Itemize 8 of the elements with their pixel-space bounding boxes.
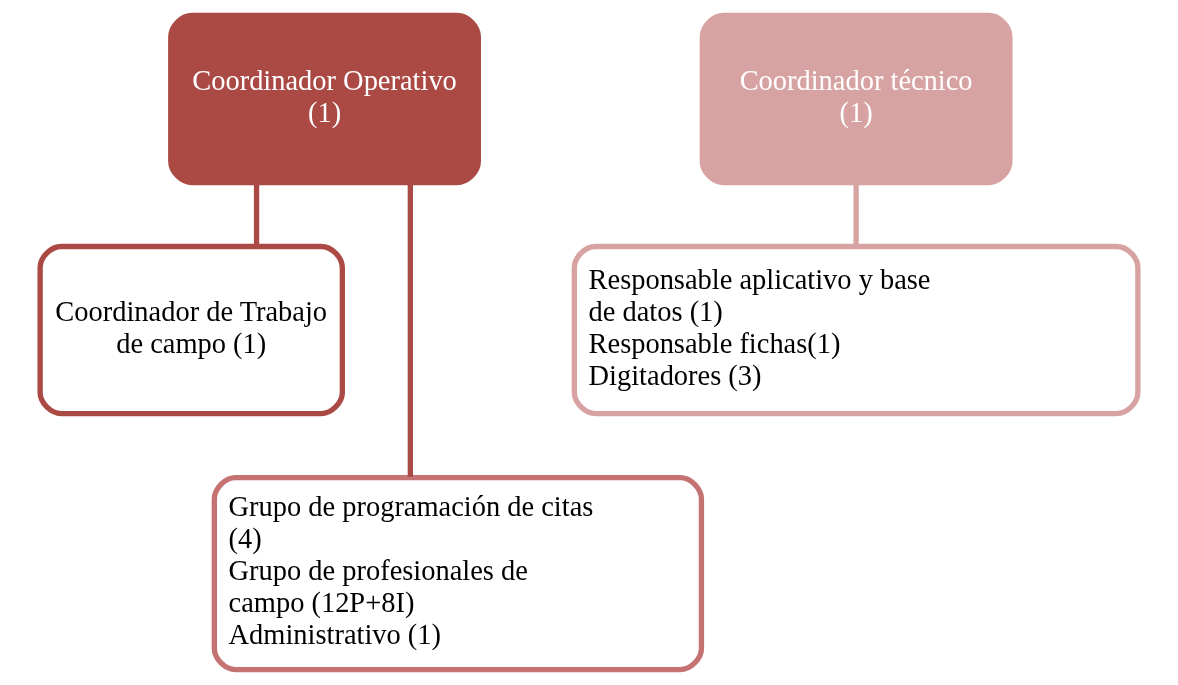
node-box: Responsable aplicativo y base de datos (1) Responsable fichas(1) Digitadores (3)	[571, 243, 1141, 417]
node-box: Coordinador de Trabajo de campo (1)	[37, 243, 345, 417]
node-box: Grupo de programación de citas (4) Grupo de profesionales de campo (12P+8I) Administrativo (1)	[211, 474, 705, 673]
node-box: Coordinador técnico (1)	[699, 12, 1013, 186]
connector	[407, 182, 413, 477]
node-box: Coordinador Operativo (1)	[168, 12, 481, 186]
connector	[253, 183, 260, 247]
connector	[853, 183, 859, 247]
